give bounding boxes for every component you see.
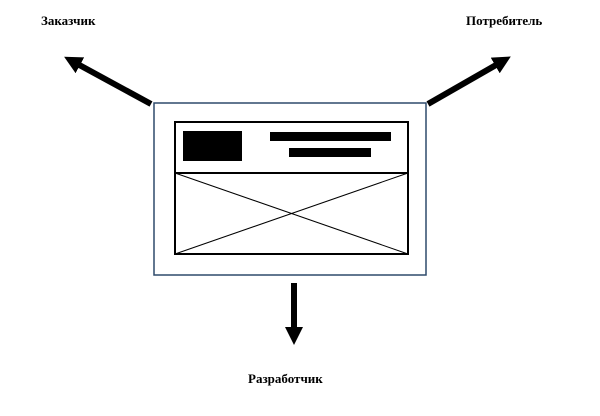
wireframe-image-placeholder-icon <box>174 172 409 255</box>
wireframe-page <box>174 121 409 255</box>
arrow-up-right-icon <box>426 56 511 107</box>
consumer-label: Потребитель <box>466 13 543 28</box>
arrow-up-left-icon <box>64 56 153 107</box>
wireframe-subtitle-bar <box>289 148 371 157</box>
wireframe-title-bar <box>270 132 391 141</box>
developer-label: Разработчик <box>248 371 323 386</box>
wireframe-logo-block <box>183 131 242 161</box>
customer-label: Заказчик <box>41 13 96 28</box>
